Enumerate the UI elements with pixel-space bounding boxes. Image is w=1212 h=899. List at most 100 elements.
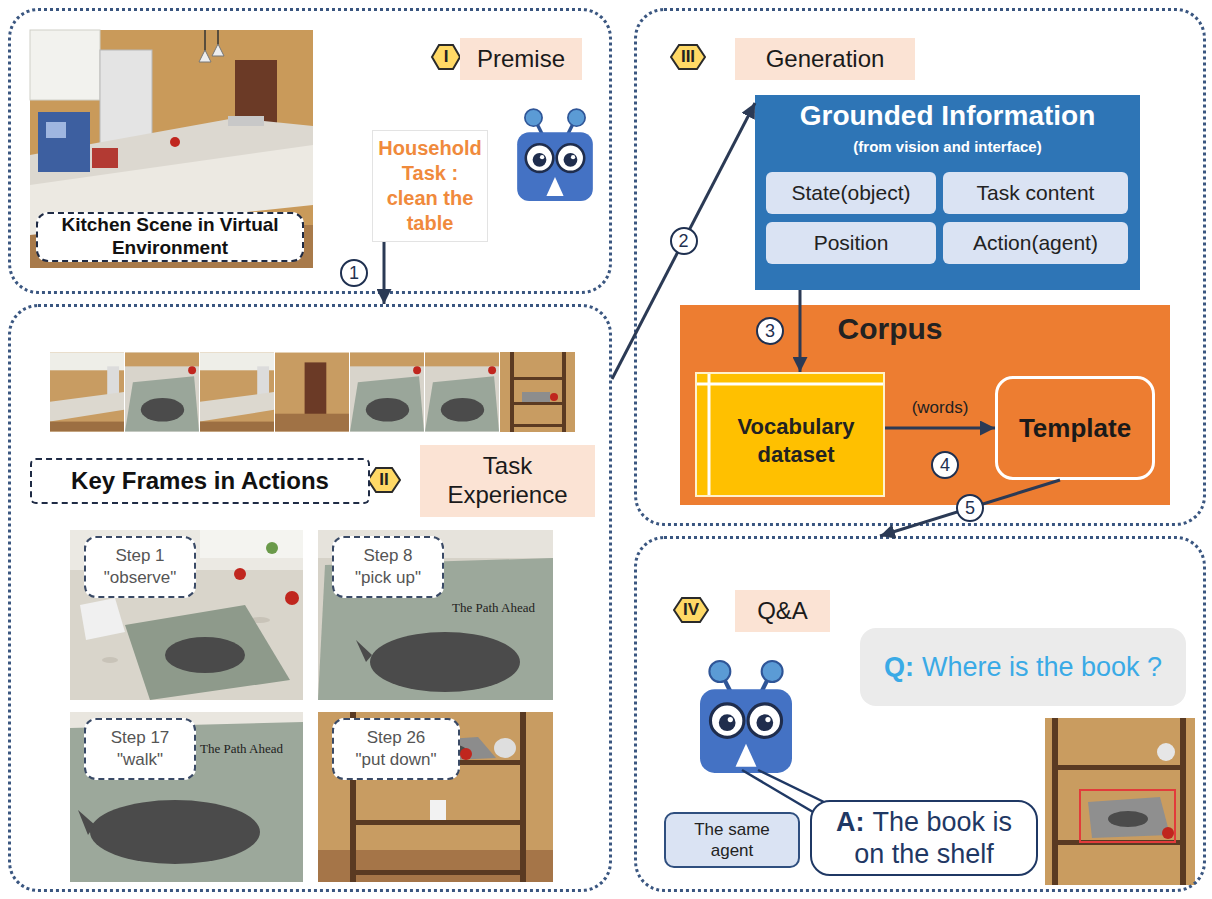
section-title: Corpus (680, 312, 1100, 352)
text-block: A:The book is on the shelf (824, 806, 1024, 871)
connector-arrow (885, 427, 995, 430)
subtitle: (from vision and interface) (755, 138, 1140, 162)
answer-photo-part (1052, 718, 1058, 885)
key-frame-photo-part (370, 632, 520, 692)
text-block: Q: Where is the book ? (884, 652, 1162, 683)
node-text: Step 1 (104, 545, 177, 567)
text-block: Key Frames in Actions (71, 467, 329, 495)
node-text: The same agent (672, 819, 792, 862)
text-block: State(object) (791, 181, 910, 205)
answer-bubble: A:The book is on the shelf (810, 800, 1038, 876)
node-text: Step 17 (111, 727, 170, 749)
section-panel: Task Experience Key Frames in ActionsStep… (8, 304, 612, 892)
connector-arrow (612, 103, 755, 379)
numeral-hexagon-part (368, 468, 400, 492)
node-text: Action(agent) (973, 231, 1098, 255)
step-label: Step 8"pick up" (332, 536, 444, 598)
frame-strip (50, 352, 575, 432)
node-text: Key Frames in Actions (71, 467, 329, 495)
answer-photo-part (1108, 811, 1148, 827)
text-block: Vocabulary dataset (715, 413, 877, 468)
node-text: "pick up" (355, 567, 421, 589)
kitchen-scene-part (30, 30, 100, 100)
frame-strip-part (125, 353, 199, 432)
kitchen-scene (30, 30, 313, 268)
info-box: Grounded Information(from vision and int… (755, 95, 1140, 290)
node-text: "walk" (111, 749, 170, 771)
section-title: Premise (460, 38, 582, 80)
answer-photo (1045, 718, 1195, 885)
speech-leader (742, 770, 826, 812)
text-block: Step 17"walk" (111, 727, 170, 771)
answer-photo-part (1080, 790, 1175, 842)
template-box: Template (995, 376, 1155, 480)
key-frame-photo-part (520, 712, 526, 882)
node-text: Position (814, 231, 889, 255)
step-label: Step 1"observe" (84, 536, 196, 598)
key-frame-photo-part (460, 748, 472, 760)
key-frame-photo-part (318, 712, 553, 882)
key-frame-photo (318, 712, 553, 882)
frame-strip-part (50, 353, 124, 432)
callout-number: 4 (931, 451, 959, 479)
book-title: The Path Ahead (200, 741, 283, 757)
key-frame-photo-part (350, 820, 526, 825)
roman-numeral: III (672, 45, 704, 69)
key-frame-photo-part (70, 530, 303, 700)
agent-tag: The same agent (664, 812, 800, 868)
numeral-hexagon-part (671, 45, 705, 69)
edge-label: (words) (909, 398, 972, 418)
node-text: Step 8 (355, 545, 421, 567)
step-number: 1 (340, 259, 368, 287)
node-text: "put down" (355, 749, 436, 771)
key-frame-photo-part (350, 870, 526, 875)
text-block: Position (814, 231, 889, 255)
frame-strip-part (200, 353, 274, 432)
node-text: Where is the book ? (922, 652, 1162, 682)
text-block: Step 1"observe" (104, 545, 177, 589)
dataset-box: Vocabulary dataset (695, 372, 885, 497)
key-frame-photo (318, 530, 553, 700)
kitchen-scene-part (46, 122, 66, 138)
section-title: Task Experience (420, 445, 595, 517)
text-block: Task content (977, 181, 1095, 205)
speech-leader-part (758, 770, 826, 803)
key-frame-photo-part (234, 568, 246, 580)
key-frame-photo-part (285, 591, 299, 605)
kitchen-scene-part (170, 137, 180, 147)
info-item: Action(agent) (943, 222, 1128, 264)
key-frame-photo-part (90, 800, 260, 864)
question-bubble: Q: Where is the book ? (860, 628, 1186, 706)
section-title: Grounded Information (755, 100, 1140, 138)
section-title: Generation (735, 38, 915, 80)
key-frame-photo-part (80, 598, 125, 640)
node-text: Household Task : clean the table (378, 136, 481, 236)
node-text: Q: (884, 652, 914, 682)
key-frame-photo-part (102, 657, 118, 663)
answer-photo-part (1088, 797, 1170, 838)
node-text: State(object) (791, 181, 910, 205)
connector-arrow (383, 242, 386, 304)
table-line (697, 383, 883, 386)
caption-box: Kitchen Scene in Virtual Environment (36, 212, 304, 262)
roman-numeral: I (432, 45, 460, 69)
robot-icon (517, 109, 593, 201)
kitchen-scene-part (199, 50, 211, 62)
info-item: Position (766, 222, 936, 264)
step-label: Step 17"walk" (84, 718, 196, 780)
numeral-hexagon-part (432, 45, 460, 69)
key-frame-photo-part (70, 712, 303, 882)
key-frame-photo-part (318, 530, 553, 700)
answer-photo-part (1045, 718, 1195, 885)
text-block: Template (1019, 413, 1131, 444)
kitchen-scene-part (204, 30, 206, 52)
node-text: Task content (977, 181, 1095, 205)
node-text: The book is on the shelf (854, 807, 1012, 869)
answer-photo-part (1180, 718, 1186, 885)
connector-arrow (799, 290, 802, 372)
key-frame-photo-part (200, 530, 303, 558)
text-block: Step 26"put down" (355, 727, 436, 771)
